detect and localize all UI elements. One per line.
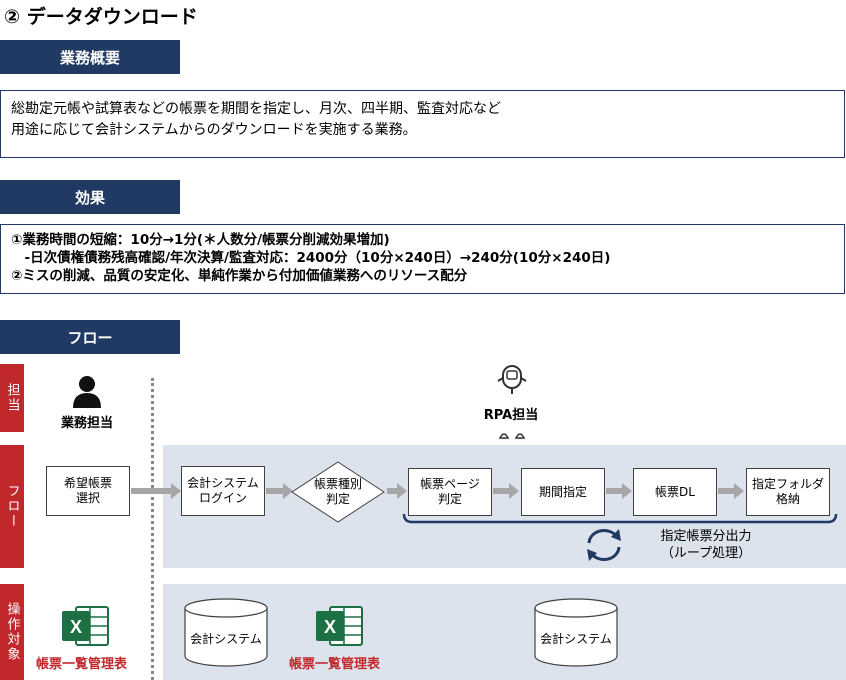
step-page-decision: 帳票ページ 判定 xyxy=(408,468,492,516)
step-label: 帳票種別 判定 xyxy=(313,477,362,506)
loop-label: 指定帳票分出力 （ループ処理） xyxy=(636,528,776,562)
excel-icon: X xyxy=(314,603,366,653)
step-label: 帳票ページ 判定 xyxy=(420,477,480,506)
lane-divider xyxy=(151,378,154,680)
flow-arrow-head xyxy=(283,483,293,499)
step-label: 帳票DL xyxy=(655,484,695,499)
excel-label: 帳票一覧管理表 xyxy=(289,657,381,672)
effect-box: ①業務時間の短縮：10分→1分(＊人数分/帳票分削減効果増加) -日次債権債務残… xyxy=(0,224,845,294)
flow-arrow-head xyxy=(734,483,744,499)
system-label: 会計システム xyxy=(540,632,612,646)
flow-arrow-head xyxy=(622,483,632,499)
page-title: ② データダウンロード xyxy=(4,6,198,28)
flow-arrow-head xyxy=(509,483,519,499)
flow-arrow xyxy=(266,488,286,494)
lane-tab-target: 操作対象 xyxy=(0,584,24,680)
step-store-folder: 指定フォルダ 格納 xyxy=(746,468,830,516)
loop-label-line: （ループ処理） xyxy=(660,546,752,561)
flow-header: フロー xyxy=(0,320,180,354)
robot-icon xyxy=(496,364,528,404)
effect-header: 効果 xyxy=(0,180,180,214)
step-period: 期間指定 xyxy=(521,468,605,516)
effect-line: ②ミスの削減、品質の安定化、単純作業から付加価値業務へのリソース配分 xyxy=(11,268,468,284)
robot-feet-icon xyxy=(498,424,528,443)
human-actor-label: 業務担当 xyxy=(60,416,113,431)
database-icon xyxy=(533,598,619,672)
flow-arrow xyxy=(606,488,624,494)
flow-arrow xyxy=(493,488,511,494)
overview-box: 総勘定元帳や試算表などの帳票を期間を指定し、月次、四半期、監査対応など 用途に応… xyxy=(0,90,845,158)
effect-line: -日次債権債務残高確認/年次決算/監査対応：2400分（10分×240日）→24… xyxy=(11,250,611,266)
overview-line: 総勘定元帳や試算表などの帳票を期間を指定し、月次、四半期、監査対応など xyxy=(11,101,501,117)
database-icon xyxy=(183,598,269,672)
svg-text:X: X xyxy=(70,617,82,637)
flow-arrow xyxy=(718,488,736,494)
step-login: 会計システム ログイン xyxy=(181,466,265,516)
rpa-actor-label: RPA担当 xyxy=(483,408,539,423)
step-select-form: 希望帳票 選択 xyxy=(46,466,130,516)
loop-bracket xyxy=(402,512,838,536)
excel-label: 帳票一覧管理表 xyxy=(36,657,128,672)
step-label: 希望帳票 選択 xyxy=(63,476,112,505)
system-label: 会計システム xyxy=(190,632,262,646)
step-label: 期間指定 xyxy=(538,484,587,499)
effect-line: ①業務時間の短縮：10分→1分(＊人数分/帳票分削減効果増加) xyxy=(11,232,390,248)
person-icon xyxy=(70,374,104,412)
svg-text:X: X xyxy=(324,617,336,637)
step-label: 会計システム ログイン xyxy=(187,476,259,505)
excel-icon: X xyxy=(60,603,112,653)
step-download: 帳票DL xyxy=(633,468,717,516)
flow-arrow xyxy=(131,488,173,494)
lane-tab-tanto: 担当 xyxy=(0,364,24,432)
flow-lane-bg xyxy=(163,445,846,568)
step-label: 指定フォルダ 格納 xyxy=(751,477,824,506)
flow-arrow-head xyxy=(397,483,407,499)
step-form-type-decision: 帳票種別 判定 xyxy=(290,460,386,524)
lane-tab-flow: フロー xyxy=(0,445,24,568)
target-lane-bg xyxy=(163,584,846,680)
overview-header: 業務概要 xyxy=(0,40,180,74)
loop-icon xyxy=(581,523,627,571)
overview-line: 用途に応じて会計システムからのダウンロードを実施する業務。 xyxy=(11,122,417,138)
flow-arrow-head xyxy=(171,483,181,499)
loop-label-line: 指定帳票分出力 xyxy=(660,529,752,544)
flow-arrow xyxy=(387,488,399,494)
